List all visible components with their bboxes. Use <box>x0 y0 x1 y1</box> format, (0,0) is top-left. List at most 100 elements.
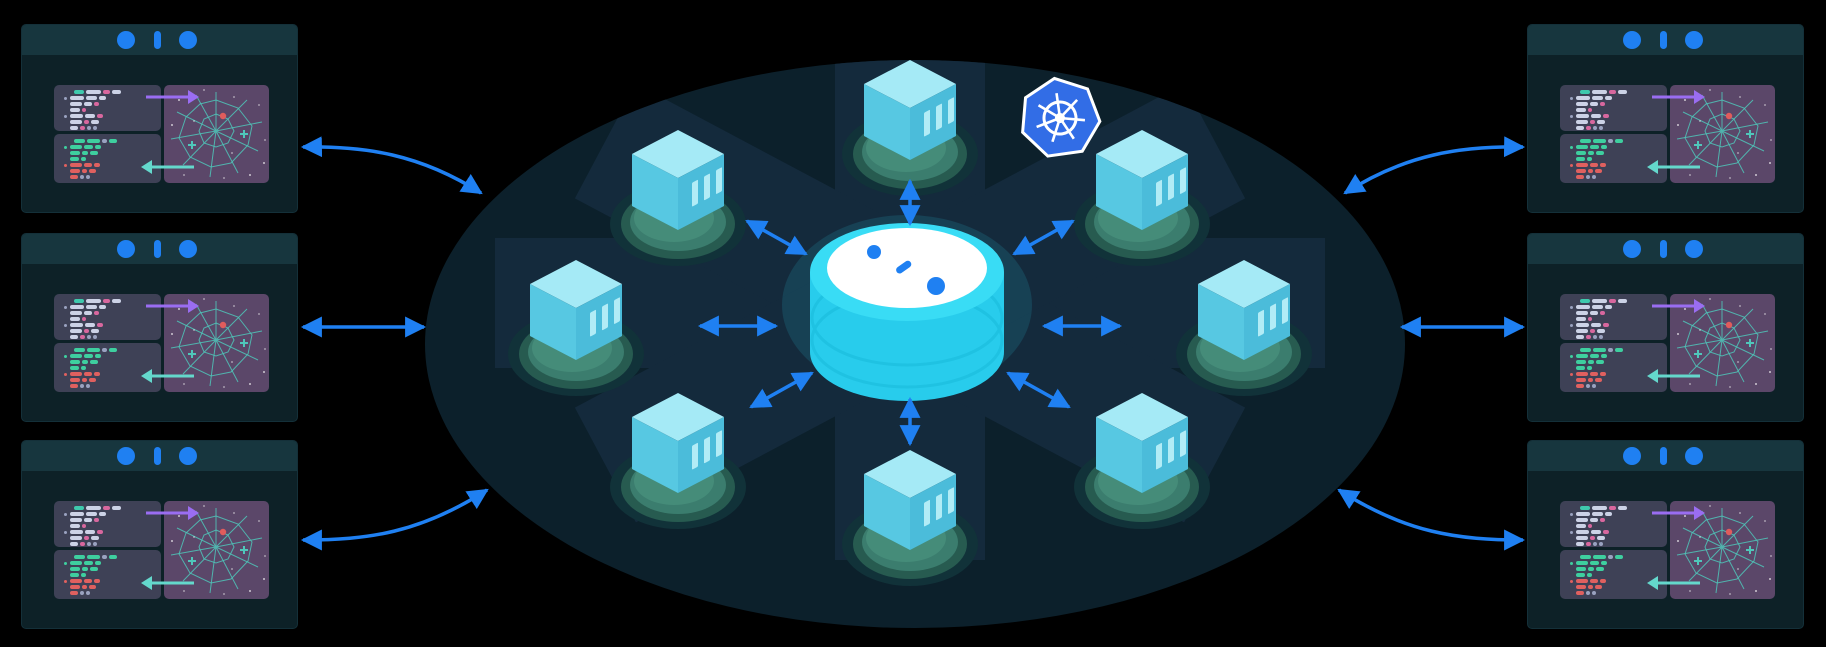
graph-speckle <box>263 578 265 580</box>
window-titlebar <box>22 234 297 264</box>
graph-speckle <box>231 152 233 154</box>
titlebar-circle-icon <box>179 447 197 465</box>
network-graph-panel <box>1670 85 1775 183</box>
code-line <box>1576 120 1663 124</box>
response-arrow-icon <box>1647 576 1700 590</box>
code-line <box>74 299 157 303</box>
titlebar-circle-icon <box>179 31 197 49</box>
graph-speckle <box>1739 96 1741 98</box>
code-line <box>1576 108 1663 112</box>
code-line <box>1576 378 1663 382</box>
graph-speckle <box>1769 578 1771 580</box>
code-line <box>74 348 157 352</box>
code-line <box>1576 518 1663 522</box>
graph-speckle <box>1689 590 1691 592</box>
code-line <box>1570 372 1663 376</box>
response-code-panel <box>54 134 161 183</box>
graph-speckle <box>1755 590 1757 592</box>
graph-speckle <box>1739 305 1741 307</box>
titlebar-pill-icon <box>1660 240 1667 258</box>
graph-speckle <box>231 361 233 363</box>
graph-speckle <box>183 590 185 592</box>
code-line <box>1576 169 1663 173</box>
response-arrow-icon <box>1647 369 1700 383</box>
graph-plus-marker <box>240 546 248 554</box>
code-line <box>1576 366 1663 370</box>
code-line <box>70 384 157 388</box>
graph-web <box>170 92 263 178</box>
response-arrow-icon <box>141 369 194 383</box>
graph-speckle <box>193 536 195 538</box>
code-line <box>1576 102 1663 106</box>
graph-speckle <box>1684 515 1686 517</box>
code-line <box>64 561 157 565</box>
graph-speckle <box>1769 371 1771 373</box>
graph-speckle <box>1755 174 1757 176</box>
graph-alert-dot <box>219 528 227 536</box>
graph-web-rings <box>1684 308 1759 377</box>
code-line <box>64 163 157 167</box>
code-line <box>70 591 157 595</box>
client-connector-arrows <box>300 136 1526 551</box>
graph-speckle <box>1769 162 1771 164</box>
code-line <box>1576 151 1663 155</box>
graph-speckle <box>1689 174 1691 176</box>
request-arrow-icon <box>1652 506 1705 520</box>
code-line <box>64 354 157 358</box>
code-line <box>1570 512 1663 516</box>
request-arrow-icon <box>146 506 199 520</box>
titlebar-circle-icon <box>1623 31 1641 49</box>
request-arrow-icon <box>146 90 199 104</box>
code-line <box>1570 354 1663 358</box>
graph-web-rings <box>1684 99 1759 168</box>
code-line <box>1576 567 1663 571</box>
graph-speckle <box>1677 333 1679 335</box>
code-line <box>64 512 157 516</box>
graph-speckle <box>249 383 251 385</box>
graph-web-rings <box>178 308 253 377</box>
graph-speckle <box>1699 329 1701 331</box>
graph-speckle <box>264 139 266 141</box>
titlebar-circle-icon <box>1685 447 1703 465</box>
graph-speckle <box>171 124 173 126</box>
graph-web-rings <box>178 515 253 584</box>
titlebar-circle-icon <box>117 31 135 49</box>
code-line <box>64 145 157 149</box>
request-code-panel <box>1560 501 1667 547</box>
request-code-panel <box>1560 294 1667 340</box>
request-code-panel <box>1560 85 1667 131</box>
code-line <box>64 579 157 583</box>
response-code-panel <box>1560 343 1667 392</box>
titlebar-circle-icon <box>1623 447 1641 465</box>
code-line <box>1576 335 1663 339</box>
code-line <box>1570 579 1663 583</box>
graph-alert-dot <box>1725 112 1733 120</box>
code-line <box>1576 157 1663 161</box>
graph-plus-marker <box>1694 141 1702 149</box>
radial-arrows <box>697 178 1123 447</box>
response-arrow-icon <box>1647 160 1700 174</box>
graph-alert-dot <box>219 112 227 120</box>
graph-plus-marker <box>1694 557 1702 565</box>
code-line <box>70 175 157 179</box>
titlebar-circle-icon <box>1685 240 1703 258</box>
request-code-panel <box>54 85 161 131</box>
code-line <box>1576 536 1663 540</box>
hub-dash-mark <box>896 260 912 274</box>
titlebar-circle-icon <box>1685 31 1703 49</box>
code-line <box>70 518 157 522</box>
code-line <box>1580 299 1663 303</box>
graph-speckle <box>233 512 235 514</box>
graph-speckle <box>193 329 195 331</box>
response-code-panel <box>54 343 161 392</box>
code-line <box>70 317 157 321</box>
graph-speckle <box>233 305 235 307</box>
graph-speckle <box>1770 348 1772 350</box>
graph-speckle <box>258 520 260 522</box>
titlebar-circle-icon <box>117 240 135 258</box>
graph-speckle <box>193 120 195 122</box>
graph-web <box>170 301 263 387</box>
graph-speckle <box>1770 555 1772 557</box>
graph-speckle <box>223 593 225 595</box>
